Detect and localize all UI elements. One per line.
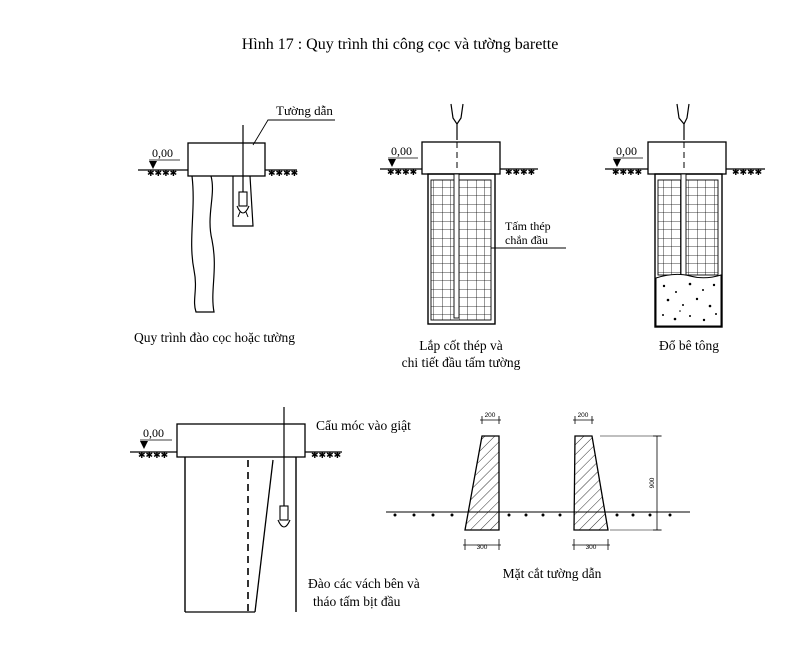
caption-concreting: Đổ bê tông: [659, 338, 719, 353]
svg-text:✱✱✱✱: ✱✱✱✱: [268, 169, 298, 179]
panel-guide-wall-section: 200 200 900 300 300 Mặt cắt tường dẫn: [386, 412, 690, 581]
level-marker-icon: [149, 161, 157, 169]
trench-outline: [654, 173, 723, 328]
concrete-fill: [655, 273, 722, 327]
rebar-cage: [657, 179, 719, 276]
ground-marks: ✱✱✱✱ ✱✱✱✱: [147, 169, 298, 179]
guide-wall-label: Tường dẫn: [276, 103, 333, 118]
svg-text:✱✱✱✱: ✱✱✱✱: [505, 168, 535, 178]
guide-wall-cap: [647, 141, 727, 175]
panel-excavation: ✱✱✱✱ ✱✱✱✱ 0,00 Tường dẫn Quy trình đào c…: [134, 103, 335, 345]
svg-text:✱✱✱✱: ✱✱✱✱: [732, 168, 762, 178]
dim-height: 900: [649, 477, 656, 488]
svg-text:✱✱✱✱: ✱✱✱✱: [138, 451, 168, 461]
trench-outline: [191, 175, 215, 313]
plate-label-line2: chắn đầu: [505, 233, 548, 247]
caption-reinforcement-line2: chi tiết đầu tấm tường: [402, 355, 521, 370]
end-plate: [254, 459, 274, 613]
panel-side-walls: ✱✱✱✱ ✱✱✱✱ 0,00 Cẩu móc vào giật Đào các …: [130, 407, 420, 613]
level-label: 0,00: [152, 146, 173, 160]
guide-wall-cap: [421, 141, 501, 175]
guide-wall-right: [573, 435, 609, 531]
dim-top-left: 200: [485, 412, 496, 419]
figure-title: Hình 17 : Quy trình thi công cọc và tườn…: [242, 36, 559, 53]
panel-reinforcement: ✱✱✱✱ ✱✱✱✱ 0,00 Tấm thép chắn đầu Lắp cốt…: [380, 103, 566, 370]
grab-bucket-icon: [236, 191, 250, 218]
level-label: 0,00: [391, 144, 412, 158]
svg-text:✱✱✱✱: ✱✱✱✱: [612, 168, 642, 178]
level-label: 0,00: [143, 426, 164, 440]
dim-base-left: 300: [477, 544, 488, 551]
ground-marks: [393, 513, 672, 517]
guide-wall-left: [464, 435, 500, 531]
caption-reinforcement-line1: Lắp cốt thép và: [419, 338, 503, 353]
caption-excavation: Quy trình đào cọc hoặc tường: [134, 330, 295, 345]
svg-text:✱✱✱✱: ✱✱✱✱: [387, 168, 417, 178]
dim-top-right: 200: [578, 412, 589, 419]
panel-concreting: ✱✱✱✱ ✱✱✱✱ 0,00 Đổ bê tông: [605, 103, 765, 353]
guide-wall-cap: [176, 423, 306, 458]
concrete-dots: [662, 282, 717, 322]
plate-label-line1: Tấm thép: [505, 219, 551, 233]
crane-hook-icon: [676, 103, 690, 140]
grab-bucket-icon: [277, 505, 291, 528]
guide-wall-cap: [187, 142, 266, 177]
trench-outline: [427, 173, 496, 325]
crane-label: Cẩu móc vào giật: [316, 418, 411, 433]
level-label: 0,00: [616, 144, 637, 158]
level-marker-icon: [140, 441, 148, 449]
caption-guide-wall-section: Mặt cắt tường dẫn: [503, 566, 602, 581]
dim-base-right: 300: [586, 544, 597, 551]
caption-side-walls-line2: tháo tấm bịt đầu: [313, 594, 401, 609]
level-marker-icon: [613, 159, 621, 167]
crane-hook-icon: [450, 103, 464, 140]
svg-text:✱✱✱✱: ✱✱✱✱: [311, 451, 341, 461]
level-marker-icon: [388, 159, 396, 167]
caption-side-walls-line1: Đào các vách bên và: [308, 576, 420, 591]
svg-text:✱✱✱✱: ✱✱✱✱: [147, 169, 177, 179]
rebar-cage: [430, 179, 492, 321]
